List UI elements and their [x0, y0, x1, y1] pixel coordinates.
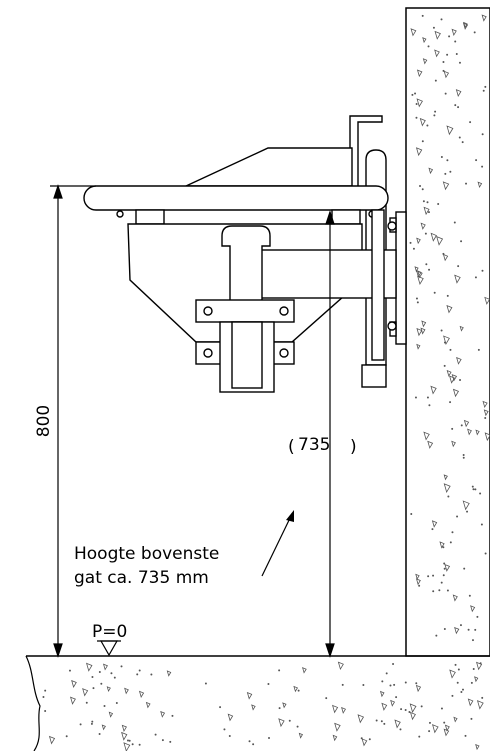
- wall-mounting-plate: [395, 211, 407, 345]
- annotation-arrow: [261, 510, 294, 577]
- annotation-line1: Hoogte bovenste: [74, 544, 219, 564]
- dimension-735-paren-open: (: [288, 437, 295, 457]
- wall-concrete-texture: [409, 14, 490, 642]
- dimension-800: [50, 184, 96, 658]
- dimension-800-label: 800: [34, 405, 54, 437]
- backsplash-hook: [349, 115, 383, 195]
- floor-reference-triangle-icon: [97, 640, 121, 657]
- floor-reference-label: P=0: [92, 622, 127, 642]
- wall-mounted-fixture: [83, 115, 407, 393]
- concrete-floor: [25, 655, 490, 751]
- concrete-wall: [405, 7, 490, 657]
- floor-concrete-texture: [42, 661, 484, 751]
- top-lid: [185, 147, 353, 187]
- dimension-735: [325, 210, 335, 658]
- annotation-line2: gat ca. 735 mm: [74, 568, 209, 588]
- dimension-735-label: 735: [298, 435, 330, 455]
- dimension-735-paren-close: ): [350, 437, 357, 457]
- top-slab: [83, 185, 389, 211]
